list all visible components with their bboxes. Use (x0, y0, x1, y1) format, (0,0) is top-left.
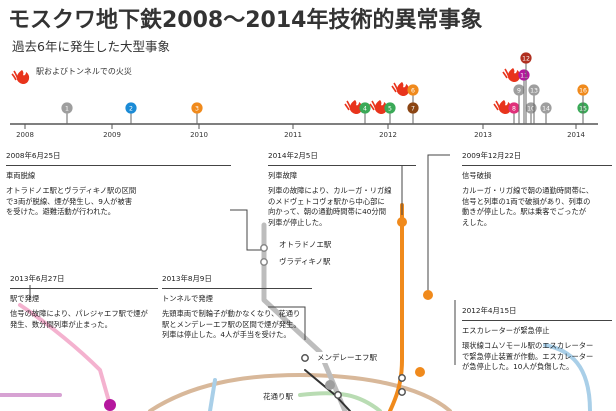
timeline-marker (61, 102, 73, 114)
event-date: 2008年6月25日 (6, 151, 231, 166)
line-pink (18, 303, 112, 407)
timeline-marker-number: 5 (388, 105, 392, 112)
timeline-marker-number: 10 (527, 105, 535, 112)
timeline-marker (518, 69, 530, 81)
page-title: モスクワ地下鉄2008～2014年技術的異常事象 (8, 8, 483, 33)
event-date: 2013年8月9日 (162, 274, 312, 289)
year-label: 2008 (16, 131, 34, 139)
timeline-marker (384, 102, 396, 114)
fire-flame-icon (493, 100, 512, 115)
timeline-marker (191, 102, 203, 114)
event-kind: 列車故障 (268, 170, 298, 180)
year-label: 2012 (379, 131, 397, 139)
event-kind: 車両脱線 (6, 170, 36, 180)
fire-flame-icon (391, 82, 410, 97)
event-card: 2014年2月5日 列車故障 列車の故障により、カルーガ・リガ線 のメドヴェトコ… (268, 151, 416, 228)
connectors (29, 154, 456, 365)
timeline-marker (407, 84, 419, 96)
event-text: 列車の故障により、カルーガ・リガ線 のメドヴェトコヴォ駅から中心部に 向かって、… (268, 186, 392, 227)
timeline-marker-number: 9 (517, 87, 521, 94)
event-kind: 信号破損 (462, 170, 492, 180)
line-blue-2 (208, 378, 217, 411)
line-orange (388, 203, 404, 411)
line-green (298, 391, 382, 411)
timeline-marker-number: 2 (129, 105, 133, 112)
legend-flame-icon (11, 70, 30, 85)
timeline-marker (359, 102, 371, 114)
timeline-markers: 12345678910111213141516 (61, 52, 589, 124)
legend-label: 駅およびトンネルでの火災 (36, 67, 132, 76)
line-brown-ring (148, 373, 452, 411)
timeline-marker (513, 84, 525, 96)
line-blue (543, 343, 592, 411)
event-text: 先頭車両で制輪子が動かなくなり、花通り 駅とメンデレーエフ駅の区間で煙が発生。 … (162, 309, 301, 339)
timeline-marker-number: 4 (363, 105, 367, 112)
year-label: 2009 (103, 131, 121, 139)
timeline-marker (125, 102, 137, 114)
timeline-marker (577, 84, 589, 96)
year-label: 2014 (567, 131, 585, 139)
year-label: 2010 (190, 131, 208, 139)
event-date: 2014年2月5日 (268, 151, 416, 166)
event-card: 2013年6月27日 駅で発煙 信号の故障により、パレジャエフ駅で煙が 発生、数… (10, 274, 158, 330)
timeline-marker (407, 102, 419, 114)
timeline-marker-number: 8 (512, 105, 516, 112)
timeline-marker-number: 14 (542, 105, 550, 112)
fire-flame-icon (502, 68, 521, 83)
event-card: 2012年4月15日 エスカレーターが緊急停止 環状線コムソモール駅のエスカレー… (462, 306, 612, 373)
station-label: 花通り駅 (262, 391, 294, 402)
fire-flame-icon (369, 100, 388, 115)
timeline-marker (508, 102, 520, 114)
timeline-marker-number: 12 (522, 55, 530, 62)
page-subtitle: 過去6年に発生した大型事象 (12, 39, 170, 54)
station-label: オトラドノエ駅 (278, 239, 333, 250)
timeline-marker (540, 102, 552, 114)
timeline-marker-number: 1 (65, 105, 69, 112)
event-card: 2009年12月22日 信号破損 カルーガ・リガ線で朝の通勤時間帯に、 信号と列… (462, 151, 612, 228)
year-label: 2013 (474, 131, 492, 139)
map-stations (104, 217, 433, 411)
station-label: メンデレーエフ駅 (316, 352, 378, 363)
timeline-marker-number: 7 (411, 105, 415, 112)
timeline-marker-number: 13 (530, 87, 538, 94)
timeline-marker-number: 11 (520, 72, 528, 79)
event-text: 環状線コムソモール駅のエスカレーター で緊急停止装置が作動。エスカレーター が急… (462, 341, 594, 371)
station-label: ヴラディキノ駅 (278, 256, 332, 267)
event-text: カルーガ・リガ線で朝の通勤時間帯に、 信号と列車の1両で破損があり、列車の 動き… (462, 186, 594, 227)
event-date: 2009年12月22日 (462, 151, 612, 166)
event-text: オトラドノエ駅とヴラディキノ駅の区間 で3両が脱線、煙が発生し、9人が被害 を受… (6, 186, 137, 216)
event-date: 2013年6月27日 (10, 274, 158, 289)
timeline-marker (520, 52, 532, 64)
fire-flame-icon (344, 100, 363, 115)
timeline-axis (10, 123, 598, 129)
event-kind: 駅で発煙 (10, 293, 40, 303)
timeline-marker (528, 84, 540, 96)
timeline-marker-number: 6 (411, 87, 415, 94)
event-kind: エスカレーターが緊急停止 (462, 325, 550, 335)
timeline-marker-number: 16 (579, 87, 587, 94)
year-label: 2011 (284, 131, 302, 139)
timeline-marker-number: 3 (195, 105, 199, 112)
event-kind: トンネルで発煙 (162, 293, 213, 303)
event-card: 2013年8月9日 トンネルで発煙 先頭車両で制輪子が動かなくなり、花通り 駅と… (162, 274, 312, 341)
event-text: 信号の故障により、パレジャエフ駅で煙が 発生、数分間列車が止まった。 (10, 309, 148, 329)
event-card: 2008年6月25日 車両脱線 オトラドノエ駅とヴラディキノ駅の区間 で3両が脱… (6, 151, 231, 218)
event-date: 2012年4月15日 (462, 306, 612, 321)
